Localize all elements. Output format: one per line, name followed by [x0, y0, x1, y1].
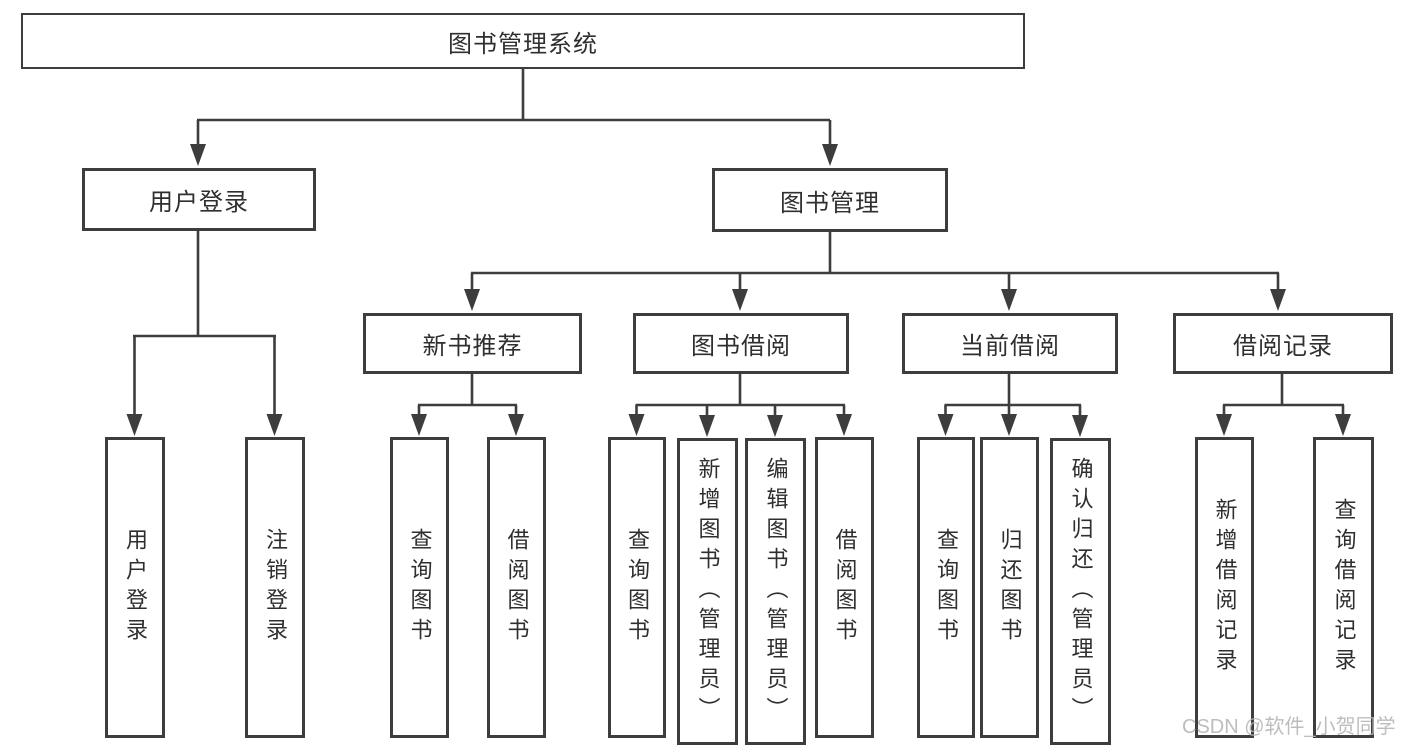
leaf-user-login-label: 用户登录 [123, 527, 148, 648]
arrowheads-book-management-to-level3 [464, 289, 1286, 311]
node-user-login: 用户登录 [82, 168, 316, 231]
leaf-add-book-admin: 新增图书（管理员） [677, 438, 738, 745]
leaf-add-borrow-record-label: 新增借阅记录 [1212, 497, 1238, 678]
leaf-borrow-book-recommend: 借阅图书 [487, 437, 546, 738]
leaf-borrow-book-label: 借阅图书 [832, 527, 858, 648]
leaf-add-borrow-record: 新增借阅记录 [1195, 437, 1254, 738]
node-book-management: 图书管理 [712, 168, 948, 232]
node-user-login-label: 用户登录 [149, 189, 249, 216]
arrowheads-book-borrow-to-leaves [628, 414, 852, 437]
node-book-borrow-label: 图书借阅 [691, 333, 791, 360]
leaf-edit-book-admin: 编辑图书（管理员） [745, 438, 806, 745]
leaf-query-book-current: 查询图书 [917, 437, 975, 738]
connector-book-borrow-to-leaves [635, 373, 846, 420]
leaf-return-book: 归还图书 [980, 437, 1039, 738]
leaf-user-login: 用户登录 [105, 437, 165, 738]
connector-borrow-records-to-leaves [1222, 373, 1345, 420]
node-root-label: 图书管理系统 [448, 30, 598, 58]
leaf-query-borrow-record-label: 查询借阅记录 [1331, 497, 1357, 678]
leaf-borrow-book-recommend-label: 借阅图书 [504, 527, 530, 648]
connector-user-login-to-leaves [133, 230, 276, 418]
arrowheads-current-borrow-to-leaves [937, 414, 1088, 437]
node-root: 图书管理系统 [21, 13, 1025, 69]
leaf-confirm-return-admin-label: 确认归还（管理员） [1068, 456, 1094, 727]
leaf-return-book-label: 归还图书 [997, 527, 1023, 648]
node-new-book-recommend-label: 新书推荐 [422, 333, 523, 360]
connector-new-book-recommend-to-leaves [417, 373, 518, 420]
node-borrow-records-label: 借阅记录 [1233, 333, 1333, 360]
connector-book-management-to-level3 [470, 231, 1280, 293]
leaf-add-book-admin-label: 新增图书（管理员） [695, 456, 721, 727]
leaf-borrow-book: 借阅图书 [815, 437, 874, 738]
node-book-borrow: 图书借阅 [633, 313, 849, 374]
node-current-borrow: 当前借阅 [902, 313, 1118, 374]
leaf-query-book-borrow-label: 查询图书 [625, 527, 650, 648]
arrowheads-root-to-level2 [190, 144, 838, 166]
leaf-query-book-recommend: 查询图书 [390, 437, 449, 738]
node-borrow-records: 借阅记录 [1173, 313, 1393, 374]
arrowheads-new-book-recommend-to-leaves [411, 414, 524, 436]
leaf-logout-label: 注销登录 [263, 527, 288, 648]
node-book-management-label: 图书管理 [780, 189, 880, 217]
connector-root-to-level2 [196, 68, 832, 148]
leaf-query-book-borrow: 查询图书 [608, 437, 666, 738]
arrowheads-borrow-records-to-leaves [1216, 414, 1351, 436]
leaf-query-book-current-label: 查询图书 [934, 527, 959, 648]
node-new-book-recommend: 新书推荐 [363, 313, 582, 374]
leaf-confirm-return-admin: 确认归还（管理员） [1050, 438, 1111, 745]
leaf-edit-book-admin-label: 编辑图书（管理员） [763, 456, 789, 727]
node-current-borrow-label: 当前借阅 [960, 333, 1060, 360]
leaf-query-borrow-record: 查询借阅记录 [1313, 437, 1374, 738]
csdn-watermark: CSDN @软件_小贺同学 [1182, 716, 1396, 738]
leaf-query-book-recommend-label: 查询图书 [407, 527, 433, 648]
connector-current-borrow-to-leaves [944, 373, 1082, 420]
leaf-logout: 注销登录 [245, 437, 305, 738]
arrowheads-user-login-to-leaves [126, 414, 283, 436]
